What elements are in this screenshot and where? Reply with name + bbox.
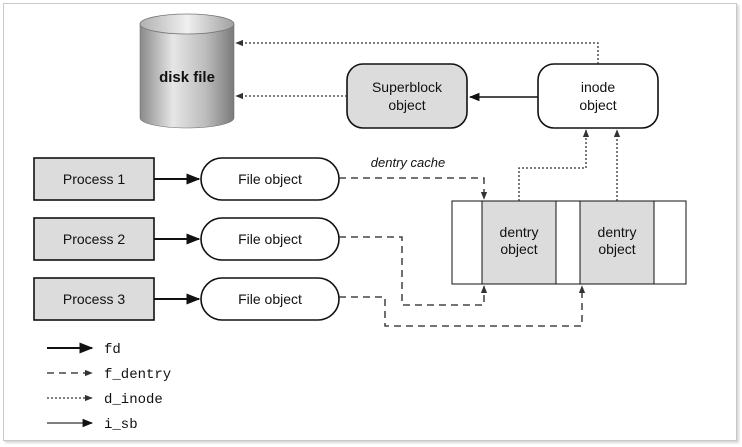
dentry-cache-container: dentry object dentry object: [451, 200, 687, 285]
dentry-label-1b: object: [500, 241, 537, 257]
disk-file-label: disk file: [159, 69, 215, 86]
dentry-label-1a: dentry: [500, 224, 539, 240]
process-box-3: Process 3: [33, 277, 155, 321]
process-box-2: Process 2: [33, 217, 155, 261]
legend-item-f-dentry: f_dentry: [47, 367, 171, 383]
file-object-1: File object: [200, 157, 340, 201]
superblock-label-line1: Superblock: [372, 79, 443, 95]
process-label-2: Process 2: [63, 231, 125, 247]
dentry-label-2a: dentry: [598, 224, 637, 240]
dentry-label-2b: object: [598, 241, 635, 257]
file-object-2: File object: [200, 217, 340, 261]
file-object-3: File object: [200, 277, 340, 321]
superblock-label-line2: object: [388, 97, 425, 113]
legend: fd f_dentry d_inode i_sb: [47, 342, 171, 433]
legend-label-f-dentry: f_dentry: [104, 367, 171, 383]
d-inode-arrows: [235, 39, 621, 201]
disk-file-cylinder: disk file: [139, 13, 235, 129]
process-label-3: Process 3: [63, 291, 125, 307]
fd-arrows: [154, 173, 201, 305]
legend-label-fd: fd: [104, 342, 121, 358]
process-label-1: Process 1: [63, 171, 125, 187]
legend-label-d-inode: d_inode: [104, 392, 163, 408]
file-object-label-2: File object: [238, 231, 302, 247]
process-box-1: Process 1: [33, 157, 155, 201]
legend-label-i-sb: i_sb: [104, 417, 138, 433]
legend-item-i-sb: i_sb: [47, 417, 138, 433]
f-dentry-arrows: [339, 177, 586, 327]
inode-label-line2: object: [579, 97, 616, 113]
inode-label-line1: inode: [581, 79, 615, 95]
inode-object: inode object: [537, 63, 659, 129]
file-object-label-3: File object: [238, 291, 302, 307]
legend-item-d-inode: d_inode: [47, 392, 163, 408]
dentry-cache-label: dentry cache: [371, 155, 445, 170]
legend-item-fd: fd: [47, 342, 121, 358]
superblock-object: Superblock object: [346, 63, 468, 129]
file-object-label-1: File object: [238, 171, 302, 187]
